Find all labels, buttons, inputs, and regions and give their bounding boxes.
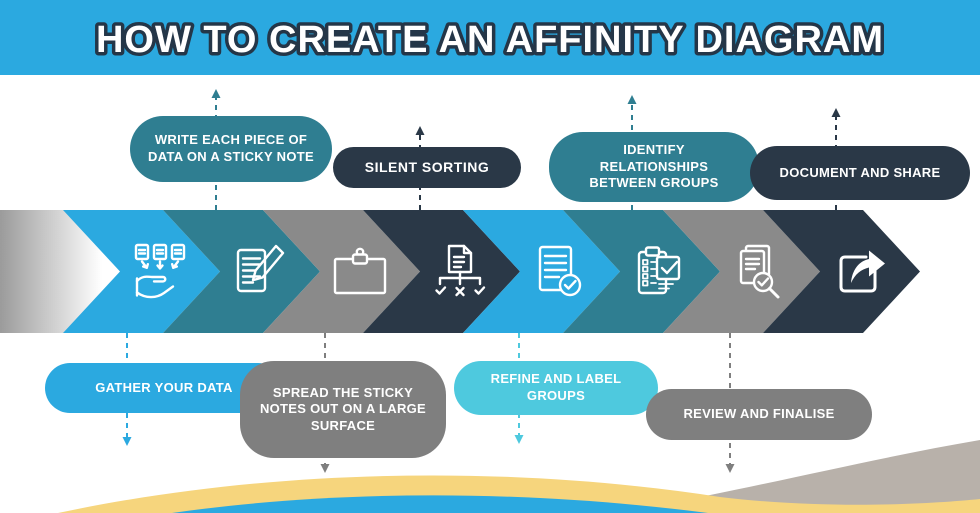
- step-pill-identify-relationships: IDENTIFY RELATIONSHIPS BETWEEN GROUPS: [549, 132, 759, 202]
- step-pill-review-finalise: REVIEW AND FINALISE: [646, 389, 872, 440]
- lead-gradient-chevron: [0, 210, 120, 333]
- arrow-down-icon: [725, 464, 735, 473]
- step-pill-document-share: DOCUMENT AND SHARE: [750, 146, 970, 200]
- collect-data-icon: [134, 243, 186, 299]
- arrow-down-icon: [320, 464, 330, 473]
- header-band: [0, 0, 980, 75]
- footer-decoration: [58, 440, 980, 513]
- chevron-step-6: [563, 210, 720, 333]
- chevron-step-3: [263, 210, 420, 333]
- step-pill-silent-sorting: SILENT SORTING: [333, 147, 521, 188]
- sort-flow-icon: [435, 244, 486, 297]
- arrow-down-icon: [122, 437, 132, 446]
- footer-hill-shape: [650, 440, 980, 513]
- chevron-step-2: [163, 210, 320, 333]
- chevron-step-4: [363, 210, 520, 333]
- board-icon: [333, 247, 387, 295]
- document-check-icon: [538, 245, 582, 297]
- review-documents-icon: [739, 244, 780, 299]
- chevron-step-1: [63, 210, 220, 333]
- footer-wave-blue: [172, 495, 708, 513]
- chevron-step-5: [463, 210, 620, 333]
- page-title: HOW TO CREATE AN AFFINITY DIAGRAM: [96, 19, 884, 61]
- step-icons: [134, 243, 885, 299]
- clipboard-check-icon: [637, 246, 681, 295]
- share-icon: [839, 250, 885, 293]
- step-pill-spread-sticky-notes: SPREAD THE STICKY NOTES OUT ON A LARGE S…: [240, 361, 446, 458]
- write-note-icon: [236, 244, 285, 293]
- step-pill-refine-label-groups: REFINE AND LABEL GROUPS: [454, 361, 658, 415]
- step-pill-write-each-piece: WRITE EACH PIECE OF DATA ON A STICKY NOT…: [130, 116, 332, 182]
- arrow-up-icon: [627, 95, 637, 104]
- connector-arrowheads: [122, 89, 841, 473]
- arrow-up-icon: [831, 108, 841, 117]
- arrow-down-icon: [514, 435, 524, 444]
- arrow-up-icon: [211, 89, 221, 98]
- arrow-up-icon: [415, 126, 425, 135]
